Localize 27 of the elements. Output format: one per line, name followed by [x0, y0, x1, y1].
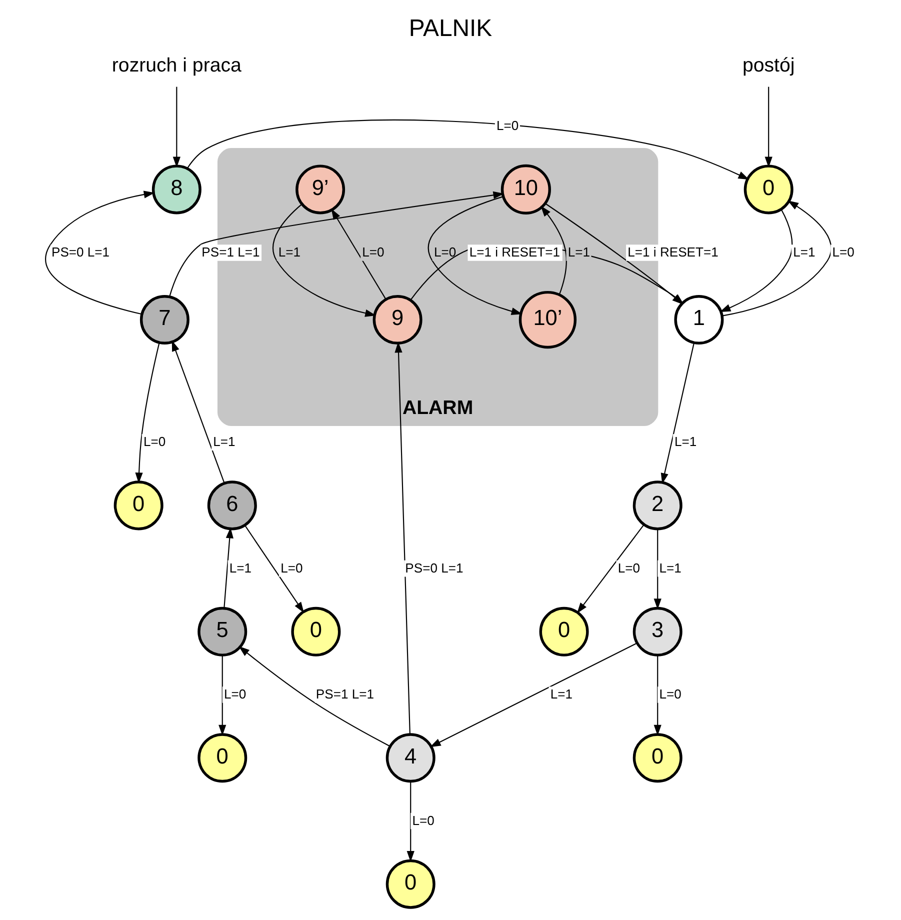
edge-label: PS=0 L=1 — [52, 244, 110, 260]
edge-label: L=1 — [659, 560, 682, 576]
edge-label: L=0 — [362, 244, 384, 260]
edge-label: L=0 — [496, 118, 519, 134]
edge-label: L=0 — [832, 244, 854, 260]
edge-label: L=0 — [659, 686, 682, 702]
edge-label: L=0 — [434, 244, 456, 260]
edge-label: L=1 i RESET=1 — [628, 244, 718, 260]
node-text: rozruch i praca — [112, 54, 242, 77]
edge-label: L=1 — [213, 434, 236, 450]
edge-label: L=1 — [229, 560, 252, 576]
edge-label: L=0 — [143, 434, 166, 450]
edge-label: L=1 — [568, 244, 590, 260]
edge-label: PS=1 L=1 — [202, 244, 260, 260]
node-text: postój — [742, 54, 795, 77]
edge-label: PS=0 L=1 — [405, 560, 464, 576]
edge-label: L=0 — [618, 560, 640, 576]
edge-label: L=1 i RESET=1 — [469, 244, 560, 260]
edge-label: L=1 — [674, 434, 697, 450]
edge-label: L=0 — [280, 560, 303, 576]
edge-label: L=1 — [550, 686, 573, 702]
edge-label: L=1 — [793, 244, 816, 260]
edge-label: L=0 — [412, 812, 434, 828]
edge-label: PS=1 L=1 — [316, 686, 374, 702]
edge-label: L=0 — [224, 686, 246, 702]
edge-label: L=1 — [278, 244, 301, 260]
diagram-title: PALNIK — [408, 15, 492, 42]
